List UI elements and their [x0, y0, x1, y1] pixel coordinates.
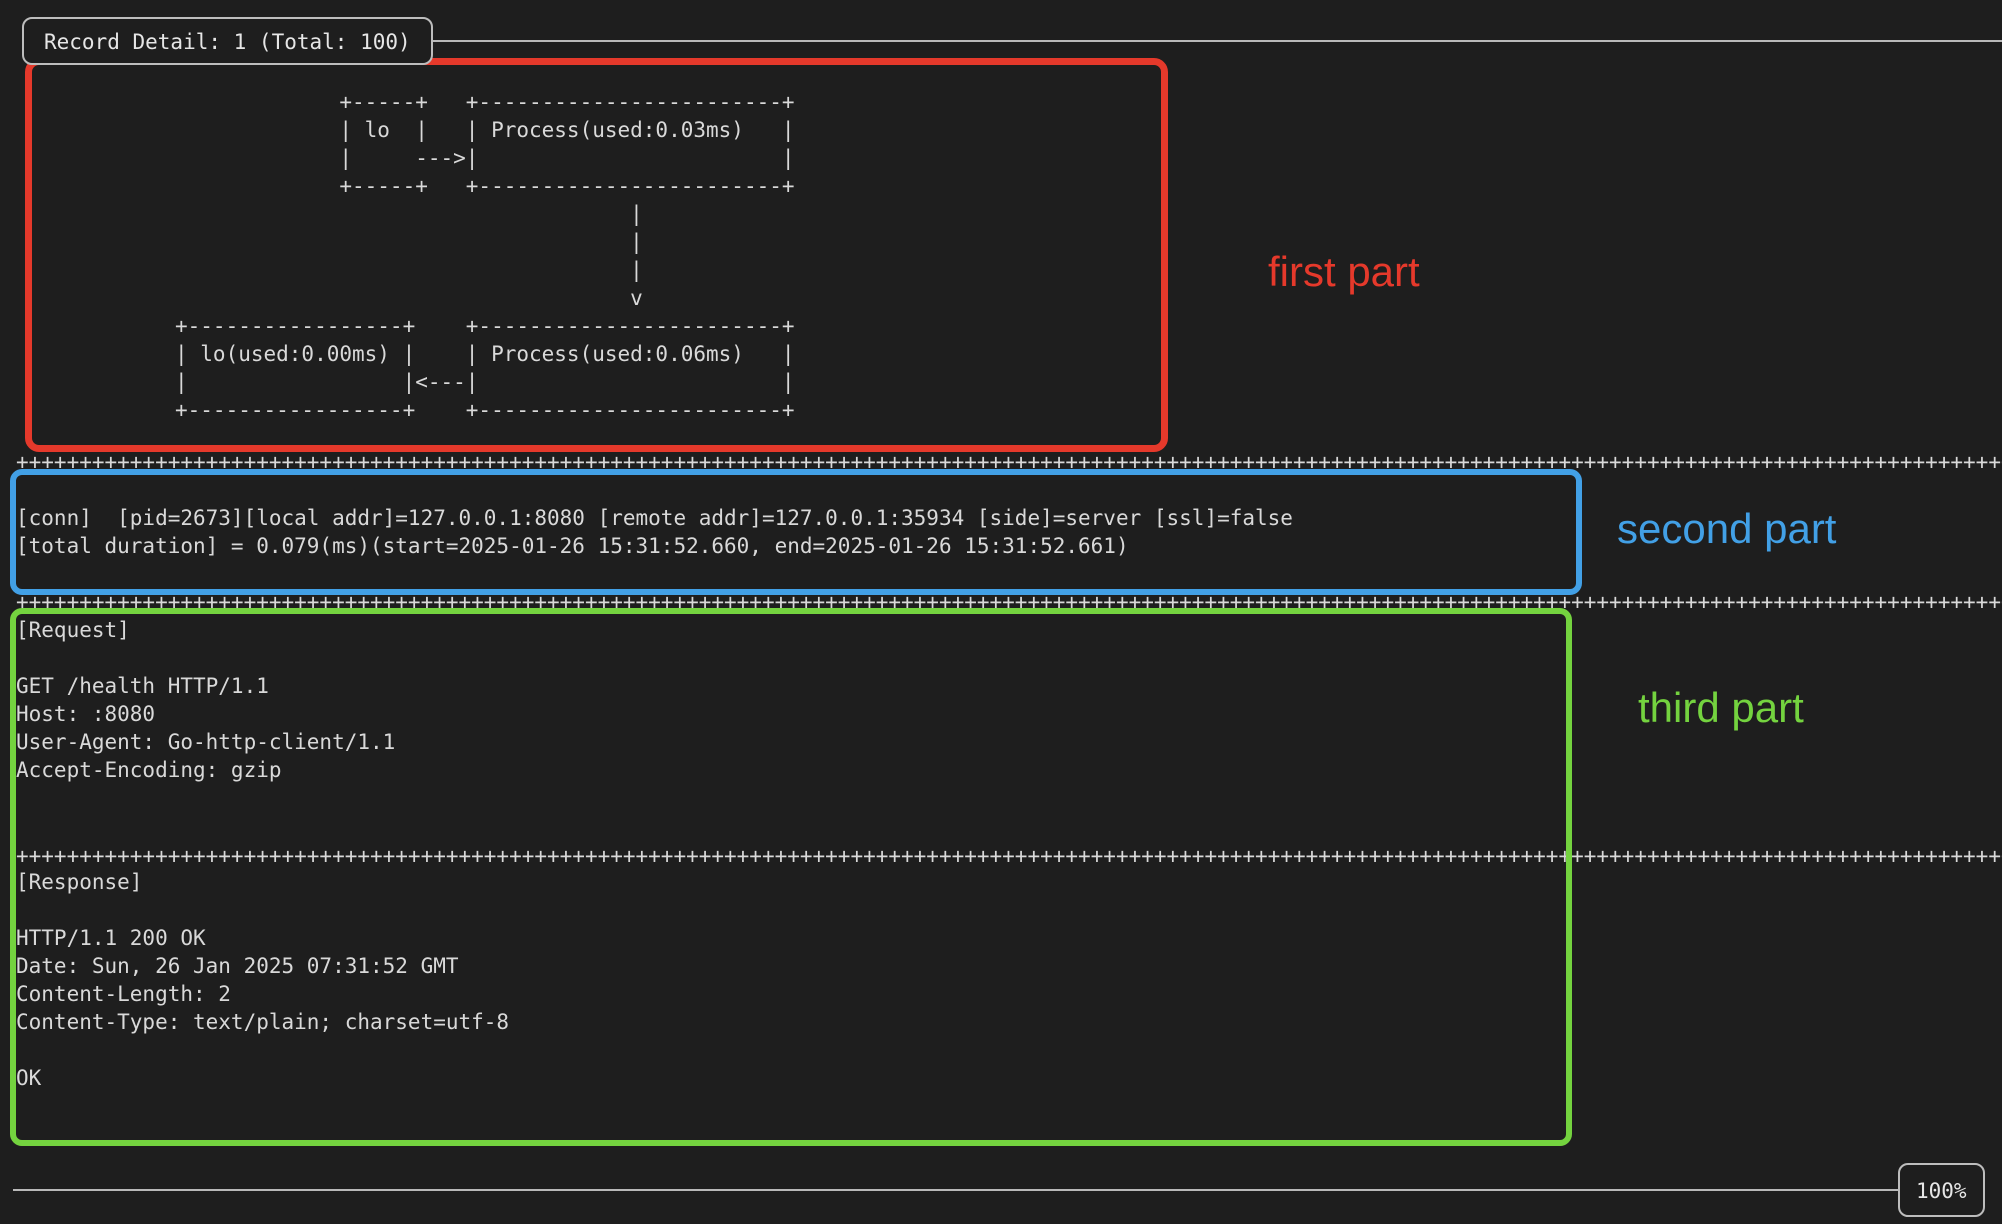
first-part-label: first part [1268, 248, 1420, 295]
http-request-text: [Request] GET /health HTTP/1.1 Host: :80… [16, 618, 396, 782]
conn-info-line: [conn] [pid=2673][local addr]=127.0.0.1:… [16, 506, 1293, 530]
connection-summary: [conn] [pid=2673][local addr]=127.0.0.1:… [16, 504, 1293, 560]
http-response-text: [Response] HTTP/1.1 200 OK Date: Sun, 26… [16, 870, 510, 1090]
scroll-position-box: 100% [1898, 1163, 1985, 1217]
conn-duration-line: [total duration] = 0.079(ms)(start=2025-… [16, 534, 1129, 558]
packet-flow-diagram: +-----+ +------------------------+ | lo … [175, 90, 795, 422]
section-divider: ++++++++++++++++++++++++++++++++++++++++… [16, 450, 2002, 474]
third-part-label: third part [1638, 684, 1804, 731]
panel-bottom-border [13, 1189, 1918, 1191]
section-divider: ++++++++++++++++++++++++++++++++++++++++… [16, 590, 2002, 614]
section-divider: ++++++++++++++++++++++++++++++++++++++++… [16, 844, 2002, 868]
panel-top-border [400, 40, 2002, 42]
page-title: Record Detail: 1 (Total: 100) [44, 30, 411, 54]
record-detail-title-box: Record Detail: 1 (Total: 100) [22, 17, 433, 65]
second-part-label: second part [1617, 505, 1837, 552]
scroll-position-value: 100% [1916, 1179, 1967, 1203]
